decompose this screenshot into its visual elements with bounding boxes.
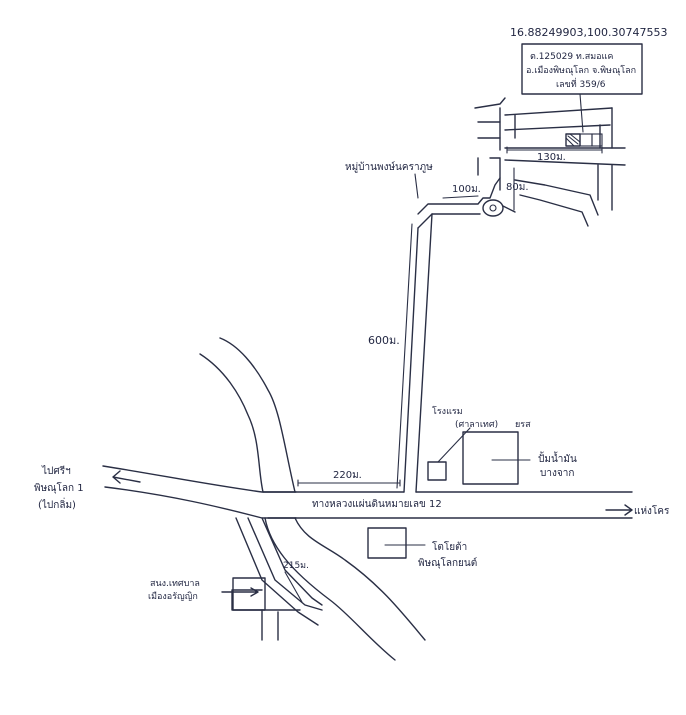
village-access-road [417, 177, 516, 229]
hotel-label-line-2: (ศาลาเทศ) [455, 420, 498, 430]
address-line-3: เลขที่ 359/6 [556, 77, 606, 90]
river [199, 337, 426, 661]
hotel-label-line-1: โรงแรม [432, 406, 463, 417]
village-pointer [414, 173, 419, 199]
left-destination-line-2: พิษณุโลก 1 [34, 481, 84, 494]
bridge [262, 491, 297, 519]
toyota-label-line-2: พิษณุโลกยนต์ [418, 556, 477, 569]
hotel-label-line-3: ยรส [515, 420, 531, 430]
address-line-1: ต.125029 ท.สมอแค [530, 52, 613, 62]
toyota-building [367, 527, 407, 559]
gas-station-building [462, 431, 519, 485]
right-destination: แห่งโคร [634, 504, 670, 517]
distance-220m: 220ม. [333, 470, 362, 481]
gas-station-label-line-2: บางจาก [540, 468, 574, 479]
office-label-line-2: เมืองอรัญญิก [148, 591, 198, 602]
toyota-label-line-1: โตโยต้า [432, 540, 467, 553]
hotel-building [427, 461, 447, 481]
distance-600m: 600ม. [368, 334, 400, 347]
right-arrow-icon [605, 504, 633, 516]
gas-station-label-line-1: ปั้มน้ำมัน [538, 451, 577, 465]
office-label-line-1: สนง.เทศบาล [150, 579, 200, 589]
highway-12 [102, 465, 633, 519]
distance-80m: 80ม. [506, 182, 529, 193]
village-label: หมู่บ้านพงษ์นคราภูษ [345, 161, 433, 173]
left-destination-line-3: (ไปกลิ่ม) [38, 497, 76, 511]
highway-label: ทางหลวงแผ่นดินหมายเลข 12 [312, 499, 442, 510]
left-destination-line-1: ไปศรีฯ [41, 465, 71, 477]
office-arrow-icon [221, 587, 259, 597]
distance-130m: 130ม. [537, 152, 566, 163]
coordinates-label: 16.88249903,100.30747553 [510, 26, 667, 39]
address-line-2: อ.เมืองพิษณุโลก จ.พิษณุโลก [526, 65, 636, 76]
village-street-grid [474, 97, 626, 227]
distance-215m: 215ม. [283, 561, 309, 571]
left-arrow-icon [112, 470, 141, 484]
address-box: ต.125029 ท.สมอแค อ.เมืองพิษณุโลก จ.พิษณุ… [521, 43, 643, 95]
distance-100m: 100ม. [452, 184, 481, 195]
municipal-office-building [232, 577, 266, 611]
north-south-road [403, 213, 433, 493]
side-road-south [231, 517, 323, 641]
